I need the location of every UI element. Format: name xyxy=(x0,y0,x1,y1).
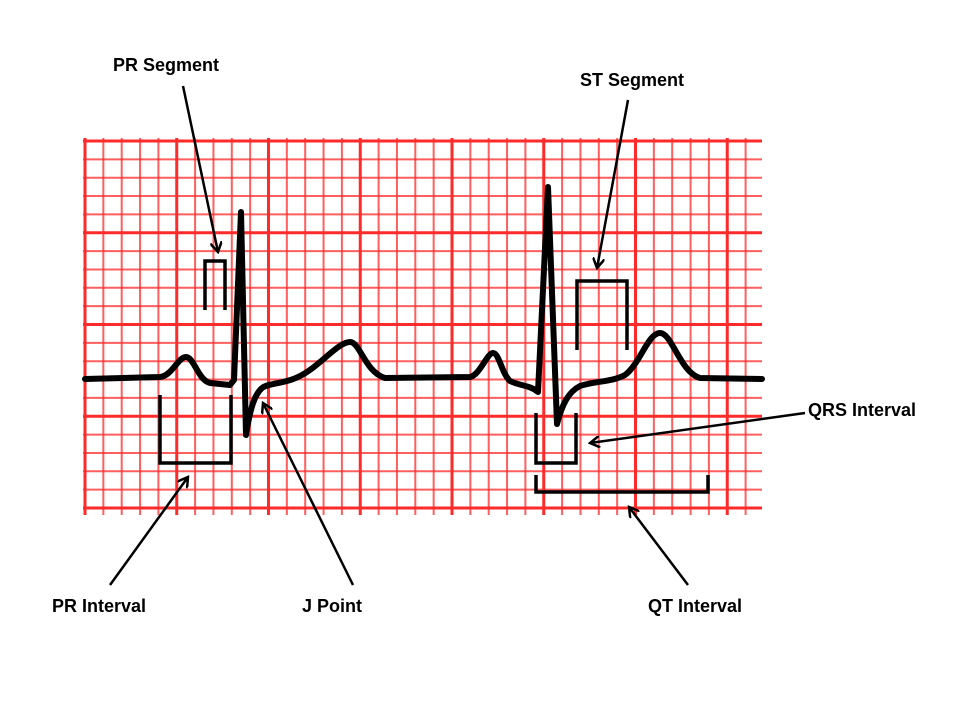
j-point-label: J Point xyxy=(302,596,363,616)
pr-interval-bracket xyxy=(158,395,233,465)
ecg-trace xyxy=(82,184,765,438)
pr-segment-bracket xyxy=(203,259,227,310)
qrs-interval-arrow xyxy=(590,411,806,443)
ecg-grid xyxy=(83,138,762,515)
brackets xyxy=(158,259,710,494)
pr-segment-label: PR Segment xyxy=(113,55,220,75)
pr-segment-arrow xyxy=(181,85,218,252)
qrs-interval-label: QRS Interval xyxy=(808,400,917,420)
qt-interval-bracket xyxy=(534,475,710,494)
qt-interval-arrow xyxy=(629,507,689,586)
st-segment-label: ST Segment xyxy=(580,70,685,90)
qt-interval-label: QT Interval xyxy=(648,596,743,616)
j-point-arrow xyxy=(263,403,355,586)
pr-interval-label: PR Interval xyxy=(52,596,147,616)
st-segment-arrow xyxy=(597,99,630,268)
pr-interval-arrow xyxy=(108,477,188,586)
qrs-interval-bracket xyxy=(534,413,578,465)
st-segment-bracket xyxy=(575,279,629,350)
